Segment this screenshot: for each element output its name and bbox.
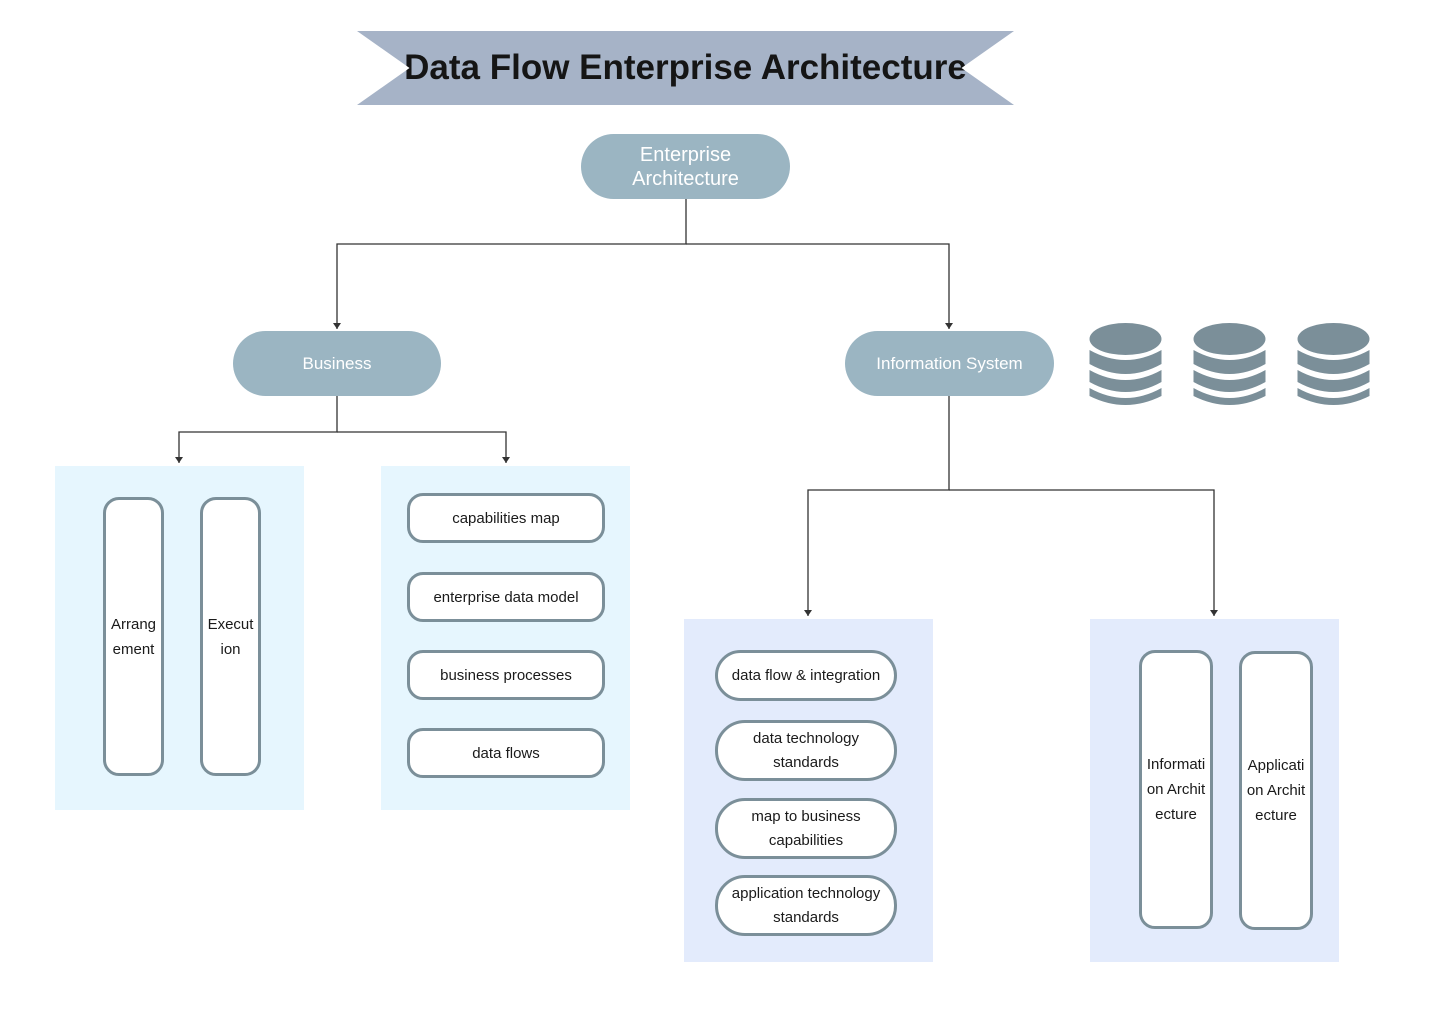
connector-infosys-to-left-panel bbox=[804, 396, 950, 616]
business-processes-box[interactable]: business processes bbox=[407, 650, 605, 700]
data-technology-standards-box[interactable]: data technology standards bbox=[715, 720, 897, 781]
enterprise-architecture-node[interactable]: Enterprise Architecture bbox=[581, 134, 790, 199]
page-title: Data Flow Enterprise Architecture bbox=[404, 48, 967, 87]
capabilities-map-box[interactable]: capabilities map bbox=[407, 493, 605, 543]
enterprise-data-model-box[interactable]: enterprise data model bbox=[407, 572, 605, 622]
data-flow-integration-box[interactable]: data flow & integration bbox=[715, 650, 897, 701]
data-flows-box[interactable]: data flows bbox=[407, 728, 605, 778]
arrangement-box[interactable]: Arrangement bbox=[103, 497, 164, 776]
connector-infosys-to-right-panel bbox=[949, 489, 1218, 616]
connector-business-to-left-panel bbox=[175, 396, 338, 463]
business-left-panel bbox=[55, 466, 304, 810]
title-banner: Data Flow Enterprise Architecture bbox=[357, 31, 1014, 105]
execution-box[interactable]: Execution bbox=[200, 497, 261, 776]
connector-business-to-right-panel bbox=[337, 431, 510, 463]
business-node[interactable]: Business bbox=[233, 331, 441, 396]
connector-root-to-information-system bbox=[686, 243, 953, 329]
information-system-node[interactable]: Information System bbox=[845, 331, 1054, 396]
connector-root-to-business bbox=[333, 199, 687, 329]
application-technology-standards-box[interactable]: application technology standards bbox=[715, 875, 897, 936]
database-icon bbox=[1193, 322, 1266, 406]
database-icon bbox=[1089, 322, 1162, 406]
database-icon bbox=[1297, 322, 1370, 406]
map-to-business-capabilities-box[interactable]: map to business capabilities bbox=[715, 798, 897, 859]
information-architecture-box[interactable]: Information Architecture bbox=[1139, 650, 1213, 929]
application-architecture-box[interactable]: Application Architecture bbox=[1239, 651, 1313, 930]
